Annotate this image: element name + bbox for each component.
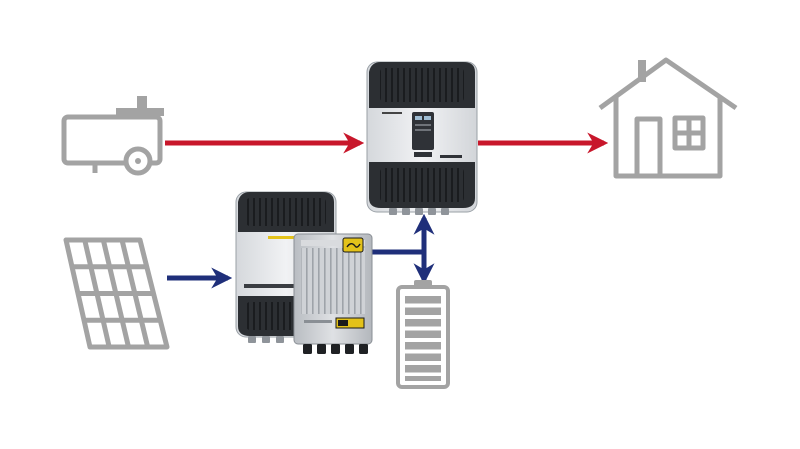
battery-icon: [396, 280, 450, 389]
generator-icon: [61, 96, 164, 176]
inverter-terminals: [389, 208, 449, 215]
solar-charge-controller-device: [293, 233, 373, 354]
inverter-charger-device: [366, 61, 478, 215]
flow-arrows: [165, 132, 609, 289]
solar-panel-icon: [63, 237, 170, 350]
battery-level-bars: [405, 296, 441, 381]
house-icon: [598, 57, 738, 179]
charger-terminals: [303, 344, 368, 354]
